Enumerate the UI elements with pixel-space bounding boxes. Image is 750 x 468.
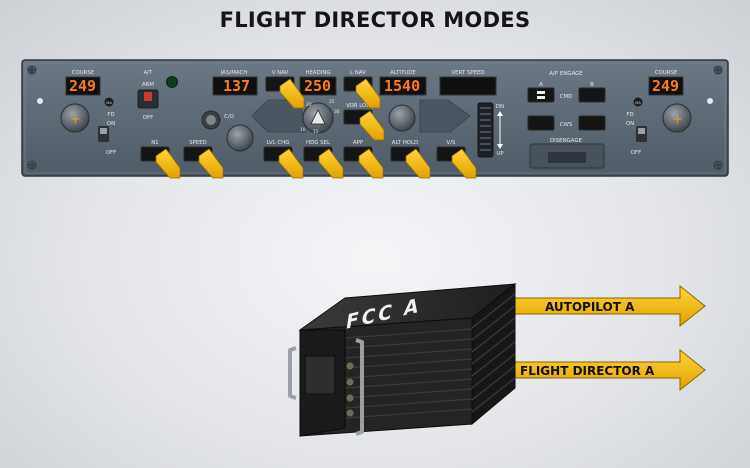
panel-light-icon — [707, 98, 713, 104]
vert-speed-display — [439, 76, 497, 96]
ias-mach-display — [212, 76, 258, 96]
autopilot-a-label: AUTOPILOT A — [545, 300, 635, 314]
panel-light-icon — [37, 98, 43, 104]
cws-label: CWS — [560, 122, 573, 128]
ias-mach-value: 137 — [223, 77, 250, 95]
handle-right-icon — [355, 338, 364, 436]
co-label: C/O — [224, 114, 234, 120]
connector-pin-icon — [345, 361, 355, 371]
speed-label: SPEED — [189, 140, 207, 146]
bank-30-label: 30 — [334, 109, 340, 115]
altitude-knob[interactable] — [388, 104, 416, 132]
ias-mach-label: IAS/MACH — [221, 70, 248, 76]
connector-pin-icon — [345, 393, 355, 403]
fd-right-on-label: ON — [626, 121, 634, 127]
screw-icon — [27, 65, 37, 75]
heading-bug-icon — [310, 109, 326, 125]
fd-left-on-label: ON — [107, 121, 115, 127]
bank-15-label: 15 — [313, 129, 319, 135]
alt-hold-label: ALT HOLD — [392, 140, 418, 146]
heading-value: 250 — [304, 77, 331, 95]
screw-icon — [713, 65, 723, 75]
app-label: APP — [353, 140, 364, 146]
page-title: FLIGHT DIRECTOR MODES — [219, 8, 531, 32]
ap-b-label: B — [590, 82, 594, 88]
vs-thumbwheel[interactable] — [477, 102, 494, 158]
arrow-up-icon — [497, 111, 503, 116]
ma-right-label: MA — [635, 101, 641, 105]
at-label: A/T — [144, 70, 154, 76]
cmd-b-button[interactable] — [578, 87, 606, 103]
at-light-icon — [166, 76, 178, 88]
fd-right-off-label: OFF — [631, 150, 641, 156]
lnav-label: L NAV — [350, 70, 366, 76]
fd-right-label: FD — [626, 112, 633, 118]
course-left-knob[interactable] — [60, 103, 90, 133]
handle-left-icon — [288, 346, 297, 400]
altitude-display — [379, 76, 427, 96]
at-off-label: OFF — [143, 115, 153, 121]
fcc-a-computer: FCC A — [288, 282, 517, 437]
n1-label: N1 — [151, 140, 158, 146]
ma-label: MA — [106, 101, 112, 105]
flight-director-a-label: FLIGHT DIRECTOR A — [520, 364, 655, 378]
vs-label: V/S — [447, 140, 457, 146]
arrow-down-icon — [497, 144, 503, 149]
ap-engage-label: A/P ENGAGE — [549, 71, 583, 77]
screw-icon — [27, 160, 37, 170]
cws-b-button[interactable] — [578, 115, 606, 131]
cmd-label: CMD — [560, 94, 573, 100]
course-right-display — [648, 76, 684, 96]
up-label: UP — [496, 151, 504, 157]
heading-display — [299, 76, 337, 96]
course-left-label: COURSE — [72, 70, 95, 76]
hdg-sel-label: HDG SEL — [306, 140, 330, 146]
autopilot-a-arrow: AUTOPILOT A — [494, 284, 706, 328]
connector-block — [304, 355, 336, 395]
cross-icon: + — [672, 112, 683, 127]
lvl-chg-label: LVL CHG — [267, 140, 290, 146]
vert-speed-label: VERT SPEED — [451, 70, 484, 76]
speed-knob[interactable] — [226, 124, 254, 152]
ma-light-icon — [104, 97, 114, 107]
screw-icon — [713, 160, 723, 170]
course-right-label: COURSE — [655, 70, 678, 76]
cross-icon: + — [70, 112, 81, 127]
at-arm-label: ARM — [142, 82, 154, 88]
fd-left-label: FD — [107, 112, 114, 118]
course-left-value: 249 — [69, 77, 96, 95]
course-right-value: 249 — [652, 77, 679, 95]
vnav-label: V NAV — [272, 70, 289, 76]
bank-20-label: 20 — [306, 102, 312, 108]
ap-a-label: A — [539, 82, 543, 88]
ma-light-icon — [633, 97, 643, 107]
cmd-a-button[interactable] — [527, 87, 555, 103]
vor-loc-label: VOR LOC — [346, 103, 370, 109]
connector-pin-icon — [345, 377, 355, 387]
cws-a-button[interactable] — [527, 115, 555, 131]
bank-10-label: 10 — [300, 127, 306, 133]
dn-label: DN — [496, 104, 504, 110]
course-left-display — [65, 76, 101, 96]
disengage-label: DISENGAGE — [550, 138, 583, 144]
fd-left-off-label: OFF — [106, 150, 116, 156]
flight-director-a-arrow: FLIGHT DIRECTOR A — [494, 348, 706, 392]
bank-25-label: 25 — [329, 99, 335, 105]
altitude-label: ALTITUDE — [390, 70, 416, 76]
altitude-value: 1540 — [384, 77, 420, 95]
course-right-knob[interactable] — [662, 103, 692, 133]
connector-pin-icon — [345, 408, 355, 418]
vs-plate — [419, 99, 471, 133]
heading-label: HEADING — [305, 70, 330, 76]
